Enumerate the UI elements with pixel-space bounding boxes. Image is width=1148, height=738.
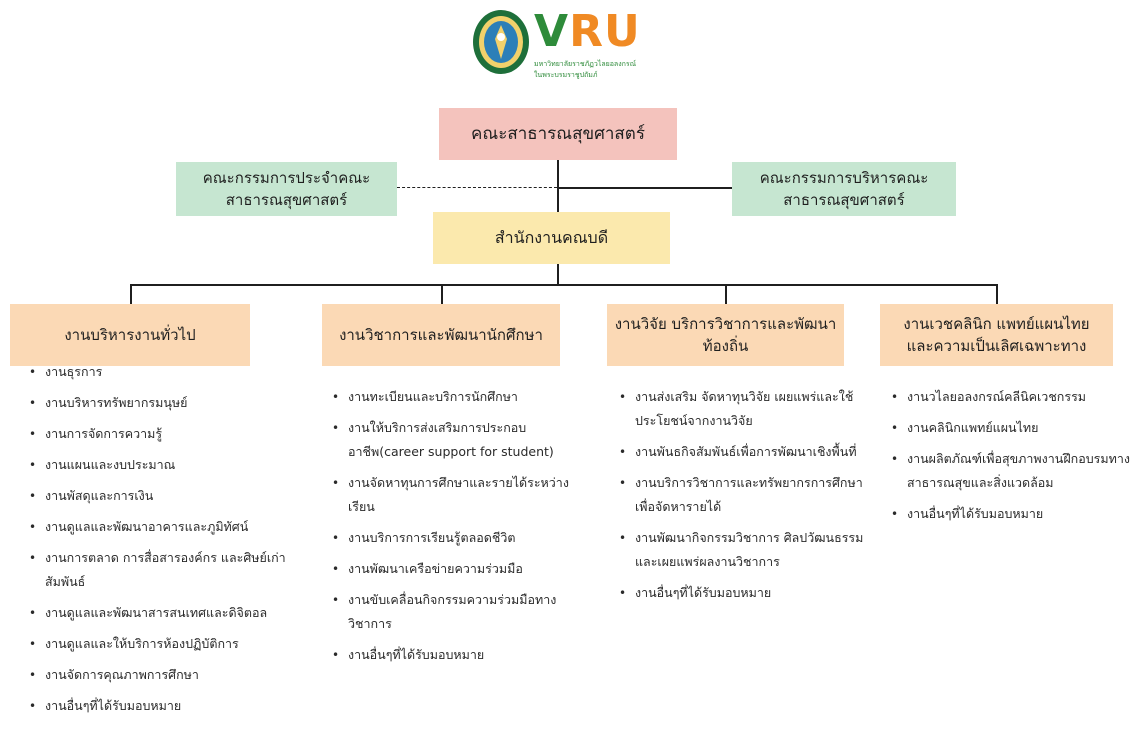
list-item: งานแผนและงบประมาณ xyxy=(25,453,315,477)
list-item: งานส่งเสริม จัดหาทุนวิจัย เผยแพร่และใช้ป… xyxy=(615,385,865,433)
brand-letters-ru: RU xyxy=(569,6,641,57)
faculty-box: คณะสาธารณสุขศาสตร์ xyxy=(439,108,677,160)
list-item: งานวไลยอลงกรณ์คลีนิคเวชกรรม xyxy=(887,385,1148,409)
list-item: งานอื่นๆที่ได้รับมอบหมาย xyxy=(887,502,1148,526)
connector-drop-2 xyxy=(441,284,443,304)
brand-letter-v: V xyxy=(534,6,570,57)
list-item: งานบริการการเรียนรู้ตลอดชีวิต xyxy=(328,526,590,550)
faculty-committee-label: คณะกรรมการประจำคณะ สาธารณสุขศาสตร์ xyxy=(202,169,371,209)
list-item: งานพัฒนากิจกรรมวิชาการ ศิลปวัฒนธรรมและเผ… xyxy=(615,526,865,574)
department-box-general-admin: งานบริหารงานทั่วไป xyxy=(10,304,250,366)
list-item: งานจัดหาทุนการศึกษาและรายได้ระหว่างเรียน xyxy=(328,471,590,519)
connector-drop-4 xyxy=(996,284,998,304)
list-item: งานพัสดุและการเงิน xyxy=(25,484,315,508)
list-item: งานอื่นๆที่ได้รับมอบหมาย xyxy=(615,581,865,605)
faculty-label: คณะสาธารณสุขศาสตร์ xyxy=(471,124,645,144)
connector-drop-1 xyxy=(130,284,132,304)
connector-left-committee xyxy=(397,187,557,188)
dean-office-label: สำนักงานคณบดี xyxy=(494,228,609,247)
department-title: งานเวชคลินิก แพทย์แผนไทย และความเป็นเลิศ… xyxy=(903,315,1090,355)
list-item: งานพันธกิจสัมพันธ์เพื่อการพัฒนาเชิงพื้นท… xyxy=(615,440,865,464)
brand-subtitle-1: มหาวิทยาลัยราชภัฏวไลยอลงกรณ์ xyxy=(534,60,637,68)
list-item: งานพัฒนาเครือข่ายความร่วมมือ xyxy=(328,557,590,581)
faculty-committee-box: คณะกรรมการประจำคณะ สาธารณสุขศาสตร์ xyxy=(176,162,397,216)
department-title: งานวิจัย บริการวิชาการและพัฒนา ท้องถิ่น xyxy=(614,315,837,355)
executive-committee-box: คณะกรรมการบริหารคณะ สาธารณสุขศาสตร์ xyxy=(732,162,956,216)
list-item: งานผลิตภัณฑ์เพื่อสุขภาพงานฝึกอบรมทางสาธา… xyxy=(887,447,1148,495)
department-title: งานบริหารงานทั่วไป xyxy=(64,326,196,344)
brand-subtitle-2: ในพระบรมราชูปถัมภ์ xyxy=(534,71,598,79)
university-seal-icon xyxy=(473,10,529,74)
connector-drop-3 xyxy=(725,284,727,304)
list-item: งานขับเคลื่อนกิจกรรมความร่วมมือทางวิชากา… xyxy=(328,588,590,636)
connector-root-to-office xyxy=(557,160,559,212)
connector-right-committee xyxy=(557,187,732,189)
executive-committee-label: คณะกรรมการบริหารคณะ สาธารณสุขศาสตร์ xyxy=(759,169,929,209)
task-list-clinic: งานวไลยอลงกรณ์คลีนิคเวชกรรม งานคลินิกแพท… xyxy=(887,385,1148,533)
list-item: งานอื่นๆที่ได้รับมอบหมาย xyxy=(25,694,315,718)
list-item: งานบริหารทรัพยากรมนุษย์ xyxy=(25,391,315,415)
list-item: งานคลินิกแพทย์แผนไทย xyxy=(887,416,1148,440)
list-item: งานทะเบียนและบริการนักศึกษา xyxy=(328,385,590,409)
list-item: งานธุรการ xyxy=(25,360,315,384)
department-box-academic: งานวิชาการและพัฒนานักศึกษา xyxy=(322,304,560,366)
dean-office-box: สำนักงานคณบดี xyxy=(433,212,670,264)
department-box-research: งานวิจัย บริการวิชาการและพัฒนา ท้องถิ่น xyxy=(607,304,844,366)
list-item: งานดูแลและพัฒนาอาคารและภูมิทัศน์ xyxy=(25,515,315,539)
connector-bus xyxy=(130,284,997,286)
list-item: งานให้บริการส่งเสริมการประกอบอาชีพ(caree… xyxy=(328,416,590,464)
connector-office-to-bus xyxy=(557,264,559,284)
department-box-clinic: งานเวชคลินิก แพทย์แผนไทย และความเป็นเลิศ… xyxy=(880,304,1113,366)
list-item: งานจัดการคุณภาพการศึกษา xyxy=(25,663,315,687)
task-list-general-admin: งานธุรการ งานบริหารทรัพยากรมนุษย์ งานการ… xyxy=(25,360,315,725)
brand-wordmark: VRU มหาวิทยาลัยราชภัฏวไลยอลงกรณ์ ในพระบร… xyxy=(534,6,641,80)
list-item: งานอื่นๆที่ได้รับมอบหมาย xyxy=(328,643,590,667)
list-item: งานดูแลและพัฒนาสารสนเทศและดิจิตอล xyxy=(25,601,315,625)
department-title: งานวิชาการและพัฒนานักศึกษา xyxy=(339,326,543,344)
list-item: งานการตลาด การสื่อสารองค์กร และศิษย์เก่า… xyxy=(25,546,315,594)
task-list-research: งานส่งเสริม จัดหาทุนวิจัย เผยแพร่และใช้ป… xyxy=(615,385,865,612)
list-item: งานดูแลและให้บริการห้องปฏิบัติการ xyxy=(25,632,315,656)
university-logo: VRU มหาวิทยาลัยราชภัฏวไลยอลงกรณ์ ในพระบร… xyxy=(472,6,642,80)
list-item: งานการจัดการความรู้ xyxy=(25,422,315,446)
task-list-academic: งานทะเบียนและบริการนักศึกษา งานให้บริการ… xyxy=(328,385,590,674)
list-item: งานบริการวิชาการและทรัพยากรการศึกษา เพื่… xyxy=(615,471,865,519)
